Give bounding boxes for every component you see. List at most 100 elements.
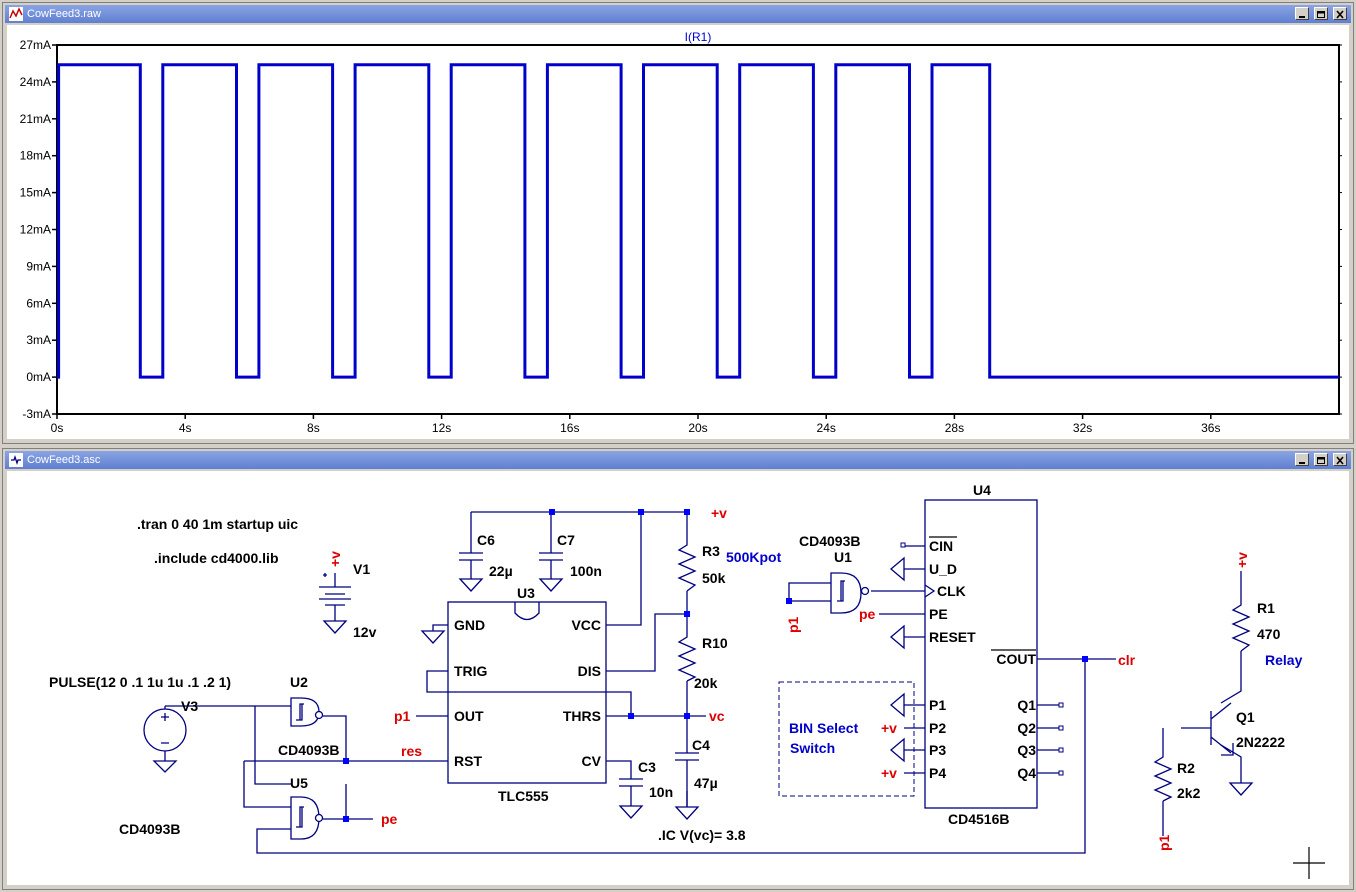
- c4-value: 47µ: [694, 775, 718, 791]
- u5-model: CD4093B: [119, 821, 180, 837]
- net-plus-v-p2: +v: [881, 720, 897, 736]
- r1-ref: R1: [1257, 600, 1275, 616]
- r3-value: 50k: [702, 570, 726, 586]
- x-tick-label: 0s: [51, 421, 64, 435]
- minimize-button[interactable]: [1294, 453, 1309, 466]
- voltage-source-v3[interactable]: [143, 706, 187, 773]
- net-res: res: [401, 743, 422, 759]
- x-tick-label: 4s: [179, 421, 192, 435]
- u3-pin-dis: DIS: [578, 663, 601, 679]
- u3-model: TLC555: [498, 788, 549, 804]
- restore-button[interactable]: [1313, 453, 1328, 466]
- close-icon: [1336, 456, 1344, 465]
- wires[interactable]: [165, 511, 1242, 854]
- y-tick-label: 21mA: [20, 112, 51, 126]
- v1-ref: V1: [353, 561, 370, 577]
- nand-gate-u1[interactable]: [830, 572, 870, 614]
- u4-pin-q1: Q1: [1017, 697, 1036, 713]
- schematic-drawing[interactable]: U3 TLC555 GND VCC TRIG DIS OUT THRS RST …: [7, 471, 1351, 887]
- u4-pin-reset: RESET: [929, 629, 976, 645]
- u4-pin-p3: P3: [929, 742, 946, 758]
- u4-pin-p4: P4: [929, 765, 946, 781]
- bin-select-label-2: Switch: [790, 740, 835, 756]
- ic-u4-cd4516b[interactable]: U4 CD4516B CIN U_D CLK PE RESET P1 P2 P3…: [924, 482, 1038, 827]
- x-tick-label: 28s: [945, 421, 964, 435]
- battery-v1[interactable]: [319, 573, 351, 634]
- u3-pin-out: OUT: [454, 708, 484, 724]
- y-tick-label: 3mA: [26, 333, 51, 347]
- r3-ref: R3: [702, 543, 720, 559]
- u4-pin-p1: P1: [929, 697, 946, 713]
- x-tick-label: 12s: [432, 421, 451, 435]
- include-directive[interactable]: .include cd4000.lib: [154, 550, 279, 566]
- y-tick-label: 0mA: [26, 370, 51, 384]
- open-pins: [900, 542, 1064, 776]
- restore-icon: [1316, 457, 1325, 464]
- u1-model: CD4093B: [799, 533, 860, 549]
- schematic-app-icon: [9, 453, 23, 467]
- waveform-app-icon: [9, 7, 23, 21]
- trace-i-r1[interactable]: [57, 63, 1339, 379]
- u3-pin-vcc: VCC: [571, 617, 601, 633]
- nand-gate-u2[interactable]: [290, 697, 324, 727]
- u2-ref: U2: [290, 674, 308, 690]
- waveform-titlebar[interactable]: CowFeed3.raw: [5, 5, 1351, 23]
- ic-directive[interactable]: .IC V(vc)= 3.8: [658, 827, 746, 843]
- close-icon: [1336, 10, 1344, 19]
- q1-model: 2N2222: [1236, 734, 1285, 750]
- u4-model: CD4516B: [948, 811, 1009, 827]
- v3-ref: V3: [181, 698, 198, 714]
- v3-value: PULSE(12 0 .1 1u 1u .1 .2 1): [49, 674, 231, 690]
- u3-ref: U3: [517, 585, 535, 601]
- net-plus-v-p4: +v: [881, 765, 897, 781]
- u4-pin-cin: CIN: [929, 538, 953, 554]
- u4-pin-ud: U_D: [929, 561, 957, 577]
- net-plus-v-top: +v: [711, 505, 727, 521]
- u4-pin-p2: P2: [929, 720, 946, 736]
- restore-button[interactable]: [1313, 7, 1328, 20]
- net-pe-u4: pe: [859, 606, 876, 622]
- u4-pin-cout: COUT: [996, 651, 1036, 667]
- ground-symbol: [420, 624, 448, 644]
- tran-directive[interactable]: .tran 0 40 1m startup uic: [137, 516, 298, 532]
- capacitors[interactable]: [458, 552, 700, 820]
- c6-value: 22µ: [489, 563, 513, 579]
- u1-ref: U1: [834, 549, 852, 565]
- y-tick-label: 9mA: [26, 259, 51, 273]
- u3-pin-cv: CV: [582, 753, 602, 769]
- c4-ref: C4: [692, 737, 710, 753]
- q1-ref: Q1: [1236, 709, 1255, 725]
- close-button[interactable]: [1333, 453, 1347, 466]
- resistors[interactable]: [677, 539, 1251, 802]
- trace-label[interactable]: I(R1): [685, 30, 712, 44]
- junctions: [343, 509, 1088, 822]
- x-tick-label: 24s: [817, 421, 836, 435]
- u3-pin-trig: TRIG: [454, 663, 488, 679]
- u4-pin-q4: Q4: [1017, 765, 1036, 781]
- y-tick-label: 15mA: [20, 186, 51, 200]
- schematic-canvas[interactable]: U3 TLC555 GND VCC TRIG DIS OUT THRS RST …: [7, 471, 1349, 885]
- u3-pin-thrs: THRS: [563, 708, 601, 724]
- schematic-titlebar[interactable]: CowFeed3.asc: [5, 451, 1351, 469]
- y-tick-label: 18mA: [20, 149, 51, 163]
- waveform-plot[interactable]: I(R1) -3mA0mA3mA6mA9mA12mA15mA18mA21mA24…: [7, 25, 1351, 441]
- minimize-button[interactable]: [1294, 7, 1309, 20]
- waveform-window-title: CowFeed3.raw: [27, 8, 101, 20]
- y-tick-label: 24mA: [20, 75, 51, 89]
- r1-value: 470: [1257, 626, 1281, 642]
- x-tick-label: 32s: [1073, 421, 1092, 435]
- transistor-q1[interactable]: [1210, 702, 1254, 796]
- ground-symbols-u4: [889, 556, 905, 763]
- x-tick-label: 16s: [560, 421, 579, 435]
- nand-gate-u5[interactable]: [290, 796, 324, 840]
- u4-pin-q3: Q3: [1017, 742, 1036, 758]
- ic-u3-tlc555[interactable]: U3 TLC555 GND VCC TRIG DIS OUT THRS RST …: [447, 585, 607, 804]
- net-pe-u5: pe: [381, 811, 398, 827]
- schematic-window[interactable]: CowFeed3.asc: [2, 448, 1354, 890]
- c7-ref: C7: [557, 532, 575, 548]
- y-tick-label: -3mA: [22, 407, 51, 421]
- close-button[interactable]: [1333, 7, 1347, 20]
- net-plus-v-r1: +v: [1234, 552, 1250, 568]
